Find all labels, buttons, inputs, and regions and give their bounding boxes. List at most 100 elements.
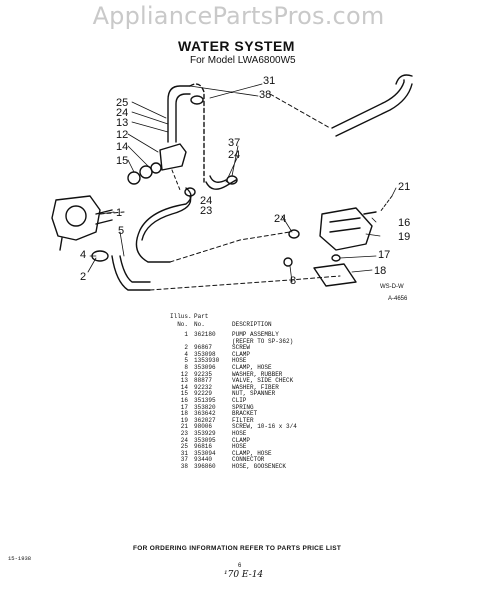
hose-38-outline [335,83,413,137]
legend-head-illus: Illus. [170,313,192,320]
legend-description: SCREW, 10-16 x 3/4 [232,423,297,431]
page-number: 6 [238,563,242,569]
legend-description: CONNECTOR [232,456,265,464]
legend-illus-no: 18 [180,410,188,418]
callout-4: 4 [80,249,86,261]
hose-upper [189,83,205,183]
legend-description: HOSE [232,357,247,365]
legend-illus-no: 8 [184,363,188,371]
legend-description: HOSE, GOOSENECK [232,462,287,470]
pump-outlet [95,209,113,225]
callout-25: 25 [116,97,128,109]
callout-24b: 24 [228,149,240,161]
legend-part-no: 353098 [194,350,216,358]
hose-23 [135,187,192,263]
callout-23: 23 [200,205,212,217]
legend-head-description: DESCRIPTION [232,321,272,328]
legend-illus-no: 12 [180,370,188,378]
leader-lines [87,83,397,283]
legend-illus-no: 5 [184,357,188,365]
hose-25 [167,85,191,143]
hose-38-bend [395,74,413,85]
diagram-title: WATER SYSTEM [178,38,295,54]
screw-2 [59,237,63,251]
legend-header-1: Illus. Part [170,313,370,322]
washer-14 [139,165,153,179]
ordering-footer: FOR ORDERING INFORMATION REFER TO PARTS … [133,545,342,552]
legend-part-no: 362180 [194,331,216,338]
legend-illus-no: 38 [180,462,188,470]
legend-part-no: 362027 [194,416,216,424]
callout-8: 8 [290,275,296,287]
pump-hub [65,205,87,227]
callout-14: 14 [116,141,128,153]
callout-37: 37 [228,137,240,149]
legend-illus-no: 21 [180,423,188,431]
legend-description: (REFER TO SP-362) [232,337,294,345]
legend-part-no: 353096 [194,363,216,371]
legend-illus-no: 31 [180,449,188,457]
legend-head-no: No. [177,321,188,328]
legend-part-no: 353820 [194,403,216,411]
legend-description: PUMP ASSEMBLY [232,331,279,338]
hose-38 [331,79,405,129]
legend-description: VALVE, SIDE CHECK [232,377,294,385]
callout-16: 16 [398,217,410,229]
legend-description: HOSE [232,443,247,451]
callout-24: 24 [116,107,128,119]
callout-24c: 24 [200,195,212,207]
callout-31: 31 [263,75,275,87]
legend-illus-no: 15 [180,390,188,398]
legend-description: CLAMP [232,436,251,444]
clamp-24-lower [184,187,196,197]
spring-17 [331,254,341,262]
legend-description: HOSE [232,429,247,437]
callout-21: 21 [398,181,410,193]
callout-1: 1 [116,207,122,219]
callout-19: 19 [398,231,410,243]
legend-description: NUT, SPANNER [232,390,276,398]
clamp-24-right [288,229,300,239]
hose-5-outline [119,255,151,283]
legend-part-no: 353095 [194,436,216,444]
legend-description: SPRING [232,403,254,411]
document-number: 15-1938 [8,555,32,562]
legend-illus-no: 13 [180,377,188,385]
dash-route-2 [169,231,291,263]
hose-5 [111,255,151,291]
hose-23-outline [141,195,192,241]
legend-illus-no: 2 [184,344,188,352]
legend-part-no: 353929 [194,429,216,437]
callout-12: 12 [116,129,128,141]
clamp-31 [190,95,204,105]
legend-illus-no: 4 [184,350,188,358]
legend-part-no: 353094 [194,449,216,457]
legend-description: BRACKET [232,410,258,418]
watermark: AppliancePartsPros.com [92,2,385,30]
legend-part-no: 93440 [194,456,213,464]
legend-part-no: 96867 [194,344,213,352]
washer-12 [150,162,162,174]
legend-header-2: No. No. DESCRIPTION [170,321,370,332]
filter-detail [329,217,361,233]
legend-part-no: 92232 [194,383,213,391]
nut-15 [127,171,141,185]
legend-part-no: 88877 [194,377,213,385]
legend-row: 13 88877 VALVE, SIDE CHECK [170,378,370,385]
